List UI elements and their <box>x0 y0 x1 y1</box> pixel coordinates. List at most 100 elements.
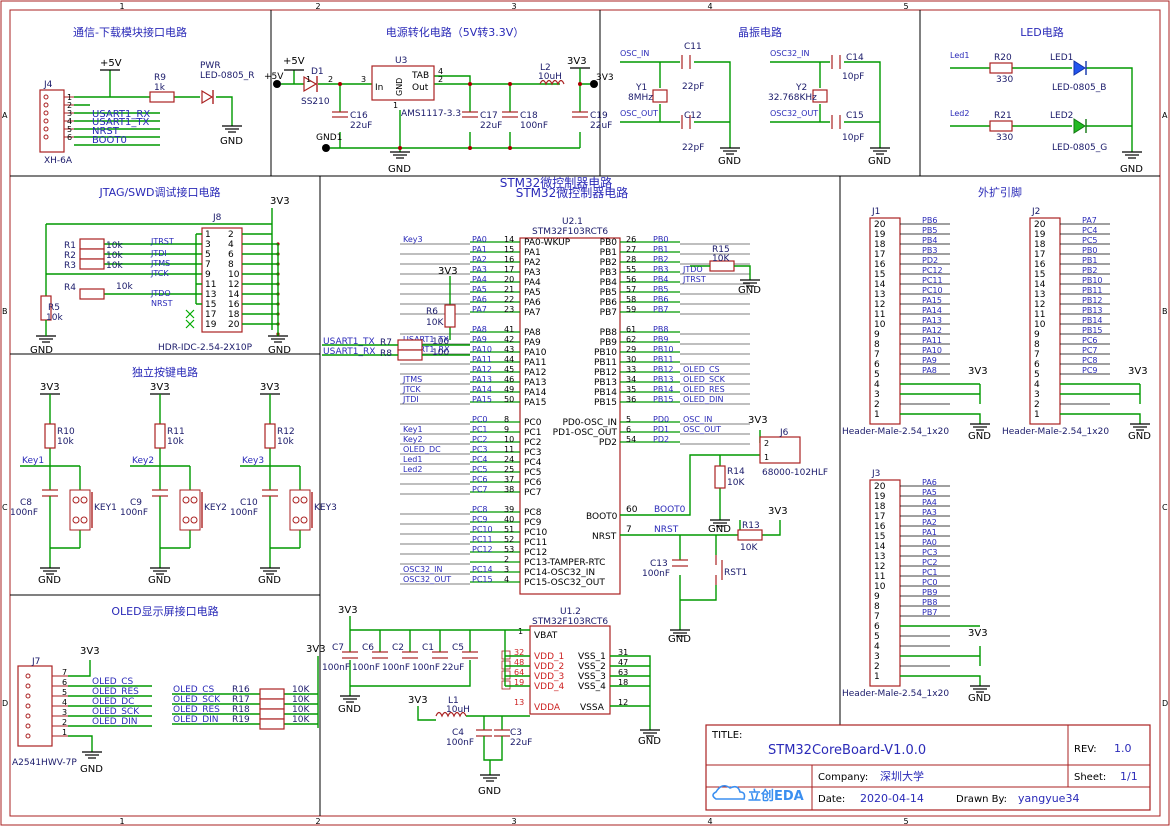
jtag-gnd-label-2: GND <box>268 345 291 356</box>
led-circuit: Led1 Led2 R20 330 R21 330 LED1 LED-0805_… <box>950 51 1143 175</box>
mcu-right-pin: PB1 <box>600 248 617 258</box>
j4-pin-num: 4 <box>67 117 72 126</box>
mcu-left-num: 37 <box>504 475 514 484</box>
r20-value: 330 <box>996 75 1013 85</box>
j3-ground-icon <box>970 685 990 693</box>
j4-pin-num: 6 <box>67 133 72 142</box>
mcu-nrst-net: NRST <box>654 525 679 535</box>
u12-vdd-num: 19 <box>514 678 524 687</box>
u12-vdd-pin: VDD_3 <box>534 672 564 682</box>
mcu-left-net: OSC32_IN <box>403 565 443 574</box>
key-switch-body <box>69 489 91 531</box>
u12-cap-value: 22uF <box>442 663 464 673</box>
mcu-left-pin: PC14-OSC32_IN <box>524 568 595 578</box>
oled-series-resistor <box>259 698 285 710</box>
title-value: STM32CoreBoard-V1.0.0 <box>768 743 926 758</box>
j8-header-body <box>201 227 243 333</box>
d1-diode <box>303 75 318 93</box>
border-col-bottom: 5 <box>903 817 908 826</box>
j3-pin-num: 1 <box>874 672 880 682</box>
svg-text:2: 2 <box>764 439 769 448</box>
mcu-left-pin: PA10 <box>524 348 547 358</box>
mcu-left-num: 49 <box>504 385 514 394</box>
key-c-value: 100nF <box>230 508 258 518</box>
j2-net: PB2 <box>1082 266 1097 275</box>
u12-vdd-num: 32 <box>514 648 524 657</box>
j1-gnd-label: GND <box>968 431 991 442</box>
j2-pin-num: 17 <box>1034 250 1045 260</box>
l1-value: 10uH <box>446 705 470 715</box>
u12-ground-icon-2 <box>640 729 660 737</box>
key-ref: KEY1 <box>94 503 117 513</box>
section-title-mcu-b: STM32微控制器电路 <box>516 185 629 200</box>
mcu-right-pin: PB14 <box>594 388 617 398</box>
mcu-right-num: 28 <box>626 255 636 264</box>
mcu-right-pin: PB9 <box>600 338 618 348</box>
u12-ground-icon-1 <box>340 695 360 703</box>
j2-pin-num: 16 <box>1034 260 1046 270</box>
mcu-right-port: PB2 <box>653 255 668 264</box>
j7-pin-num: 6 <box>62 678 67 687</box>
mcu-left-num: 23 <box>504 305 514 314</box>
c3-value: 22uF <box>510 738 532 748</box>
j2-net: PB15 <box>1082 326 1103 335</box>
u12-3v3-l1: 3V3 <box>408 695 428 706</box>
j2-pin-num: 5 <box>1034 370 1040 380</box>
mcu-left-pin: PC8 <box>524 508 542 518</box>
j3-net: PC2 <box>922 558 938 567</box>
mcu-left-port: PC4 <box>472 455 488 464</box>
j1-pin-num: 19 <box>874 230 886 240</box>
r14-value: 10K <box>727 478 745 488</box>
mcu-left-net: Key3 <box>403 235 423 244</box>
crystal-osc-out: OSC_OUT <box>620 109 658 118</box>
led1-type: LED-0805_B <box>1052 83 1106 93</box>
j1-net: PC11 <box>922 276 943 285</box>
r9-ref: R9 <box>154 73 166 83</box>
jtag-net-nrst: NRST <box>151 299 173 308</box>
r21-ref: R21 <box>994 111 1012 121</box>
u12-ground-icon-3 <box>480 774 500 782</box>
oled-res-ref: R18 <box>232 705 250 715</box>
j1-net: PA13 <box>922 316 942 325</box>
j8-pin-left: 15 <box>205 300 216 310</box>
j1-pin-num: 13 <box>874 290 885 300</box>
j4-ref: J4 <box>43 80 53 90</box>
c14-value: 10pF <box>842 72 864 82</box>
u3-p4: 4 <box>438 67 443 76</box>
mcu-left-num: 22 <box>504 295 514 304</box>
power-3v3-label: 3V3 <box>567 56 587 67</box>
crystal-gnd-label-1: GND <box>718 156 741 167</box>
j3-net: PA3 <box>922 508 937 517</box>
mcu-usart-rx-label: USART1_RX <box>323 347 375 357</box>
oled-res-ref: R17 <box>232 695 250 705</box>
u12-vss-pin: VSS_2 <box>578 662 606 672</box>
j1-type: Header-Male-2.54_1x20 <box>842 427 949 437</box>
mcu-right-net: JTRST <box>682 275 706 284</box>
j3-pin-num: 12 <box>874 562 885 572</box>
mcu-left-num: 15 <box>504 245 514 254</box>
mcu-right-port: PB6 <box>653 295 668 304</box>
y1-ref: Y1 <box>635 83 647 93</box>
mcu-left-num: 4 <box>504 575 509 584</box>
pwr-ref: PWR <box>200 61 221 71</box>
mcu-left-num: 17 <box>504 265 514 274</box>
rst-gnd-label: GND <box>668 634 691 645</box>
oled-ground-icon <box>82 751 102 759</box>
c16-ref: C16 <box>350 111 368 121</box>
c11-value: 22pF <box>682 82 704 92</box>
lceda-logo-icon: 立创EDA <box>712 784 804 804</box>
r7-ref: R7 <box>380 338 392 348</box>
j3-pin-num: 19 <box>874 492 886 502</box>
j3-net: PC1 <box>922 568 938 577</box>
u12-vdd-num: 48 <box>514 658 524 667</box>
j3-pin-num: 2 <box>874 662 880 672</box>
led2-type: LED-0805_G <box>1052 143 1107 153</box>
led-ground-icon <box>1122 151 1142 159</box>
j2-3v3: 3V3 <box>1128 366 1148 377</box>
